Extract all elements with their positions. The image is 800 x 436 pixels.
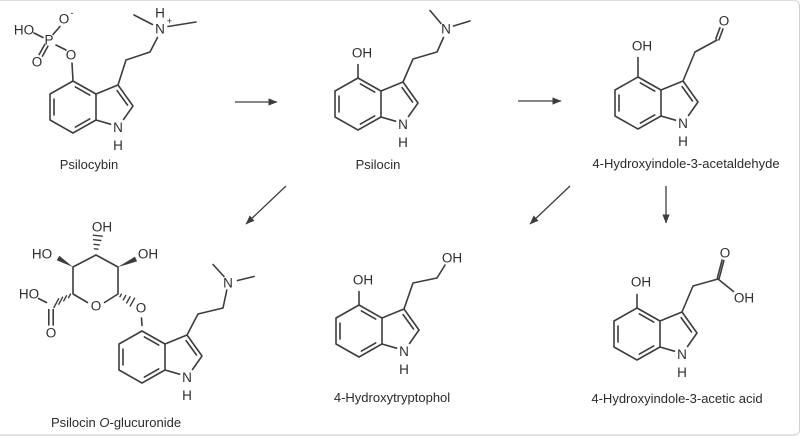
ethylamine-chain — [117, 14, 197, 86]
ethanol-chain — [403, 264, 446, 310]
carboxyl-bonds — [37, 297, 54, 326]
glycosidic-bond — [140, 317, 143, 327]
atom-oh: OH — [352, 46, 372, 61]
acetic-acid-chain — [681, 259, 735, 313]
atom-oh: OH — [632, 39, 652, 54]
atom-oh-acid: OH — [734, 291, 754, 306]
atom-n-amine: N — [441, 22, 451, 37]
indole-core — [49, 80, 134, 154]
acetic-acid-structure: OH O OH — [613, 246, 754, 381]
atom-oh-ring: OH — [353, 273, 373, 288]
charge-minus: - — [70, 8, 73, 19]
indole-core — [118, 330, 203, 404]
psilocin-structure: OH N — [334, 9, 471, 151]
ethylamine-chain — [402, 9, 471, 83]
atom-oh-c4: OH — [92, 220, 112, 235]
atom-o-double: O — [32, 55, 43, 70]
atom-p: P — [44, 33, 53, 48]
tryptophol-label: 4-Hydroxytryptophol — [333, 390, 451, 405]
glucuronide-label-prefix: Psilocin — [50, 415, 100, 430]
indole-core — [335, 304, 420, 378]
hash-wedge-glycosidic — [119, 293, 136, 307]
atom-n-amine: N — [223, 276, 233, 291]
charge-plus: + — [167, 16, 173, 27]
psilocybin-label: Psilocybin — [59, 157, 119, 172]
atom-ho-acid: HO — [19, 287, 39, 302]
glucuronide-label-suffix: -glucuronide — [109, 415, 182, 430]
atom-h-ammonium: H — [155, 6, 165, 21]
atom-n-ammonium: N — [155, 22, 165, 37]
atom-ho-c3: HO — [32, 247, 52, 262]
glucuronide-label-italic-o: O — [99, 415, 110, 430]
acetaldehyde-structure: OH O — [614, 14, 730, 150]
atom-o-carbonyl: O — [720, 246, 731, 261]
atom-o-carbonyl: O — [719, 14, 730, 29]
pyranose-ring — [72, 254, 119, 304]
indole-core — [614, 76, 699, 150]
indole-core — [334, 77, 419, 151]
hash-wedge-oh-top — [92, 234, 103, 250]
ethylamine-chain — [186, 263, 255, 336]
glucuronide-label: Psilocin O-glucuronide — [51, 415, 181, 430]
acetic-acid-label: 4-Hydroxyindole-3-acetic acid — [591, 391, 763, 406]
indole-core — [613, 307, 698, 381]
reaction-arrows — [235, 97, 670, 225]
atom-oh-c2: OH — [138, 247, 158, 262]
atom-o-anionic: O — [59, 12, 70, 27]
bold-wedge-oh — [118, 256, 138, 267]
atom-o-ring: O — [91, 299, 102, 314]
atom-o-acid-carbonyl: O — [46, 326, 57, 341]
phosphate-bonds — [33, 25, 74, 82]
arrow-acetaldehyde-to-tryptophol — [529, 185, 571, 225]
atom-ho: HO — [14, 23, 34, 38]
bold-wedge-ho — [56, 255, 73, 267]
tryptophol-structure: OH OH — [335, 251, 462, 378]
glucuronide-structure: OH HO OH HO O O O N — [19, 220, 255, 404]
psilocin-label: Psilocin — [355, 157, 401, 172]
acetaldehyde-label: 4-Hydroxyindole-3-acetaldehyde — [592, 156, 780, 171]
atom-oh-chain: OH — [442, 251, 462, 266]
atom-oh-ring: OH — [631, 275, 651, 290]
arrow-psilocin-to-glucuronide — [245, 185, 287, 225]
atom-o-ester: O — [66, 48, 77, 63]
atom-o-glycosidic: O — [136, 301, 147, 316]
acetaldehyde-chain — [682, 27, 724, 82]
hash-wedge-carboxyl — [53, 293, 72, 309]
psilocybin-structure: HO P O - O O H + N — [14, 6, 197, 154]
